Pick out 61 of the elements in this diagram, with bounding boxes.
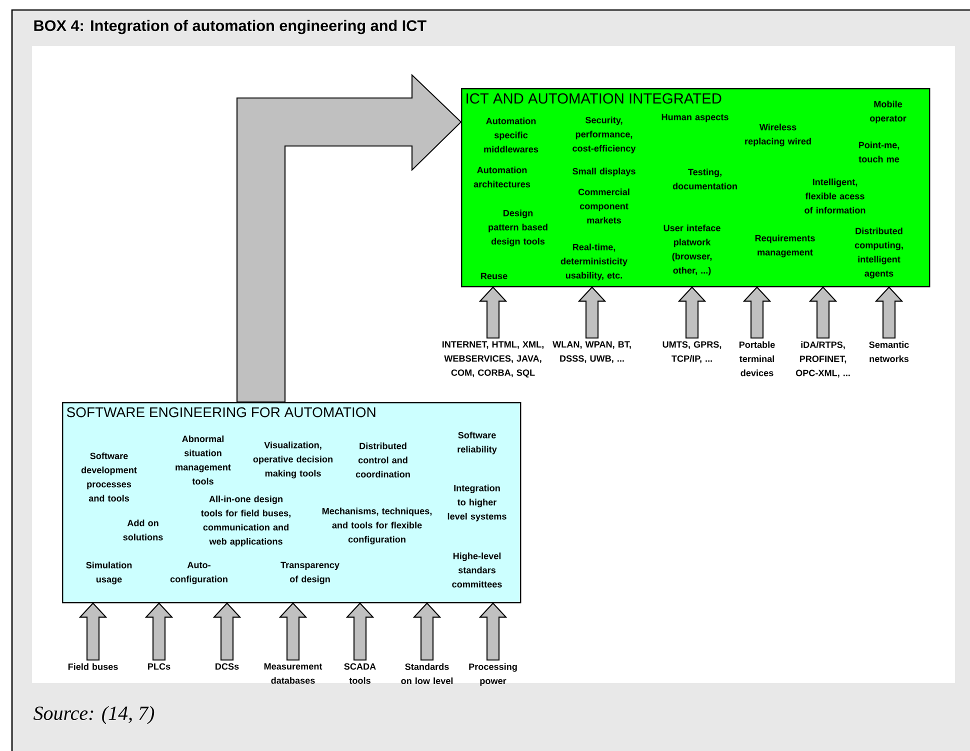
topic-label: Automation architectures (474, 166, 530, 188)
topic-label: Human aspects (662, 114, 728, 122)
topic-label: Abnormal situation management tools (176, 435, 231, 485)
block-arrow (412, 602, 442, 661)
source-label: Standards on low level (401, 663, 453, 684)
topic-label: Requirements management (755, 234, 815, 258)
topic-label: Auto-configuration (170, 562, 228, 584)
source-label: iDA/RTPS, PROFINET, OPC-XML, ... (796, 341, 850, 378)
topic-label: Reuse (481, 272, 508, 280)
block-arrow (144, 602, 174, 661)
source-label: Measurement databases (264, 663, 322, 684)
source-label: SCADA tools (344, 663, 376, 684)
topic-label: Mobile operator (870, 100, 906, 124)
source-label: Semantic networks (869, 341, 909, 362)
topic-label: Real-time, deterministicity usability, etc. (560, 244, 628, 280)
block-arrow (278, 602, 308, 661)
block-arrow (346, 602, 374, 661)
topic-label: Highe-level standars committees (452, 552, 502, 588)
topic-label: Testing, documentation (672, 168, 737, 190)
title: BOX 4: Integration of automation engineering and ICT (34, 20, 426, 34)
block-arrow (478, 602, 508, 661)
block-arrow (808, 286, 838, 339)
source-label: DCSs (216, 663, 239, 670)
topic-label: Software development processes and tools (81, 452, 137, 502)
topic-label: Visualization, operative decision making tools (253, 442, 332, 478)
topic-label: Integration to higher level systems (448, 484, 506, 522)
topic-label: Transparency of design (280, 562, 340, 584)
source-label: WLAN, WPAN, BT, DSSS, UWB, ... (552, 341, 631, 364)
topic-label: Intelligent, flexible acess of information (804, 178, 866, 214)
block-arrow (236, 74, 462, 403)
panel-heading: ICT AND AUTOMATION INTEGRATED (466, 93, 722, 104)
block-arrow (78, 602, 108, 661)
source-label: UMTS, GPRS, TCP/IP, ... (662, 341, 722, 364)
block-arrow (874, 286, 904, 339)
topic-label: Commercial component markets (578, 188, 630, 224)
block-arrow (742, 286, 772, 339)
source-label: Processing power (469, 663, 517, 686)
topic-label: All-in-one design tools for field buses, communication and web applications (201, 496, 290, 546)
topic-label: Design pattern based design tools (488, 210, 548, 246)
topic-label: Distributed computing, intelligent agents (854, 228, 903, 278)
topic-label: Add on solutions (123, 520, 163, 540)
topic-label: Small displays (572, 168, 636, 176)
block-arrow (478, 286, 508, 339)
topic-label: Mechanisms, techniques, and tools for flexible configuration (322, 508, 432, 544)
source-label: PLCs (148, 663, 170, 670)
block-arrow (578, 286, 606, 339)
topic-label: Point-me, touch me (858, 142, 900, 162)
block-arrow (212, 602, 242, 661)
panel-heading: SOFTWARE ENGINEERING FOR AUTOMATION (66, 407, 376, 418)
caption: Source: (14, 7) (34, 706, 154, 724)
topic-label: User inteface platwork (browser, other, ...) (664, 224, 720, 276)
topic-label: Distributed control and coordination (356, 442, 410, 478)
block-arrow (678, 286, 706, 339)
topic-label: Software reliability (458, 432, 497, 454)
source-label: INTERNET, HTML, XML, WEBSERVICES, JAVA, COM, CORBA, SQL (442, 341, 544, 378)
topic-label: Simulation usage (86, 562, 132, 584)
source-label: Portable terminal devices (739, 341, 775, 376)
source-label: Field buses (68, 663, 118, 670)
topic-label: Wireless replacing wired (745, 124, 811, 146)
topic-label: Automation specific middlewares (484, 118, 538, 152)
topic-label: Security, performance, cost-efficiency (572, 116, 636, 154)
